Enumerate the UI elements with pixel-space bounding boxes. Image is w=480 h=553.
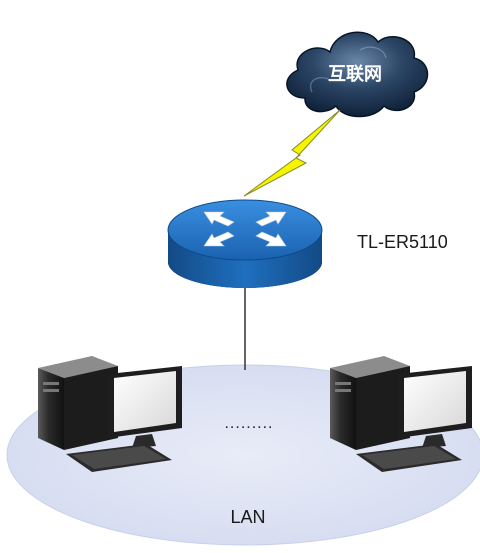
desktop-computer-icon: [38, 356, 182, 472]
more-computers-ellipsis: .........: [224, 415, 273, 432]
cloud-icon: 互联网: [286, 31, 429, 118]
router-label: TL-ER5110: [357, 232, 448, 252]
router-icon: [167, 199, 323, 288]
lightning-bolt-icon: [243, 109, 341, 197]
internet-label: 互联网: [328, 64, 382, 85]
lan-label: LAN: [230, 507, 265, 527]
desktop-computer-icon: [330, 356, 472, 472]
